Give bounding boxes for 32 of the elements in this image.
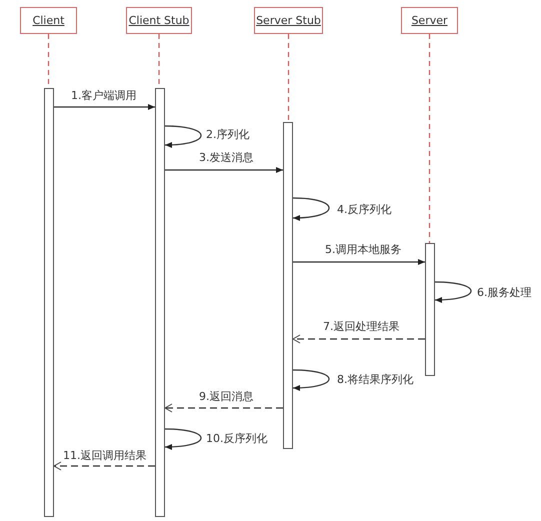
message-arrow bbox=[293, 259, 425, 265]
edge-label: 9.返回消息 bbox=[198, 389, 254, 404]
message-arrow bbox=[54, 104, 155, 110]
lifeline bbox=[288, 34, 290, 122]
activation-bar bbox=[283, 122, 293, 449]
participant-box: Client bbox=[20, 7, 77, 34]
participant-box: Server Stub bbox=[254, 7, 323, 34]
edge-label: 11.返回调用结果 bbox=[62, 448, 148, 463]
message-arrow bbox=[164, 404, 283, 412]
self-message-arrow bbox=[164, 428, 202, 450]
message-arrow bbox=[292, 334, 425, 344]
message-arrow bbox=[165, 167, 283, 173]
self-message-arrow bbox=[434, 281, 472, 303]
lifeline bbox=[428, 34, 430, 243]
edge-label: 8.将结果序列化 bbox=[336, 372, 414, 387]
message-arrow bbox=[54, 462, 155, 470]
activation-bar bbox=[425, 243, 435, 376]
self-message-arrow bbox=[164, 125, 202, 148]
edge-label: 10.反序列化 bbox=[205, 431, 268, 446]
self-message-arrow bbox=[292, 369, 330, 391]
edge-label: 7.返回处理结果 bbox=[322, 319, 400, 334]
participant-box: Server bbox=[401, 7, 458, 34]
edge-label: 6.服务处理 bbox=[476, 285, 532, 300]
edge-label: 3.发送消息 bbox=[198, 150, 254, 165]
activation-bar bbox=[44, 88, 54, 517]
edge-label: 1.客户端调用 bbox=[70, 88, 138, 103]
self-message-arrow bbox=[292, 197, 330, 221]
edge-label: 5.调用本地服务 bbox=[324, 242, 402, 257]
activation-bar bbox=[155, 88, 165, 517]
participant-box: Client Stub bbox=[126, 7, 192, 34]
edge-label: 2.序列化 bbox=[205, 127, 250, 142]
edge-label: 4.反序列化 bbox=[336, 202, 392, 217]
